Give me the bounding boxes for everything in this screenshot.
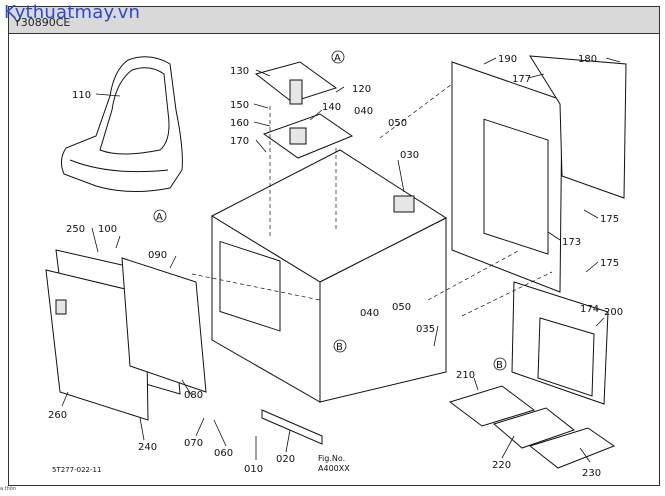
callout-177: 177 — [512, 74, 531, 85]
header-bar — [8, 6, 660, 34]
callout-030: 030 — [400, 150, 419, 161]
side-panel-173 — [451, 61, 563, 293]
diagram-border — [8, 34, 660, 486]
seat-part — [60, 56, 183, 193]
callout-b-mid: B — [336, 342, 343, 353]
callout-090: 090 — [148, 250, 167, 261]
callout-a-seat: A — [156, 212, 163, 223]
callout-040-top: 040 — [354, 106, 373, 117]
door-panel-240 — [45, 269, 149, 421]
callout-040-mid: 040 — [360, 308, 379, 319]
callout-050-mid: 050 — [392, 302, 411, 313]
callout-060: 060 — [214, 448, 233, 459]
callout-210: 210 — [456, 370, 475, 381]
callout-220: 220 — [492, 460, 511, 471]
callout-175-a: 175 — [600, 214, 619, 225]
diagram-code: Y30890CE — [14, 16, 71, 29]
callout-labels: 110 130 A 120 150 140 040 160 050 170 03… — [48, 50, 623, 479]
callout-100: 100 — [98, 224, 117, 235]
fig-no-value: A400XX — [318, 464, 350, 473]
callout-140: 140 — [322, 102, 341, 113]
top-plate-130 — [254, 61, 338, 105]
gasket-090 — [121, 257, 207, 393]
floor-mat-210 — [448, 385, 536, 427]
callout-170: 170 — [230, 136, 249, 147]
callout-230: 230 — [582, 468, 601, 479]
floor-mat-220 — [492, 407, 576, 449]
site-watermark: Kythuatmay.vn — [4, 2, 141, 23]
callout-020: 020 — [276, 454, 295, 465]
rear-panel-200 — [511, 281, 609, 405]
callout-035: 035 — [416, 324, 435, 335]
callout-120: 120 — [352, 84, 371, 95]
callout-175-b: 175 — [600, 258, 619, 269]
assembly-lines — [191, 83, 553, 317]
callout-b-right: B — [496, 360, 503, 371]
corner-note: a thôn — [0, 486, 17, 492]
callout-080: 080 — [184, 390, 203, 401]
callout-174: 174 — [580, 304, 599, 315]
fig-no-caption: Fig.No. — [318, 454, 346, 463]
callout-050-top: 050 — [388, 118, 407, 129]
callout-a-top: A — [334, 53, 341, 64]
callout-180: 180 — [578, 54, 597, 65]
figure-number-label: Fig.No. A400XX — [318, 454, 350, 474]
callout-160: 160 — [230, 118, 249, 129]
callout-130: 130 — [230, 66, 249, 77]
callout-250: 250 — [66, 224, 85, 235]
document-number: 5T277-022-11 — [52, 466, 102, 474]
top-plate-140 — [262, 113, 354, 159]
floor-mat-230 — [528, 427, 616, 469]
callout-190: 190 — [498, 54, 517, 65]
strip-020 — [261, 409, 323, 445]
callout-leaders — [61, 57, 621, 463]
callout-240: 240 — [138, 442, 157, 453]
side-panel-177 — [529, 55, 627, 199]
callout-200: 200 — [604, 307, 623, 318]
main-frame-030 — [210, 149, 448, 403]
callout-260: 260 — [48, 410, 67, 421]
callout-010: 010 — [244, 464, 263, 475]
callout-173: 173 — [562, 237, 581, 248]
callout-070: 070 — [184, 438, 203, 449]
callout-110: 110 — [72, 90, 91, 101]
callout-150: 150 — [230, 100, 249, 111]
